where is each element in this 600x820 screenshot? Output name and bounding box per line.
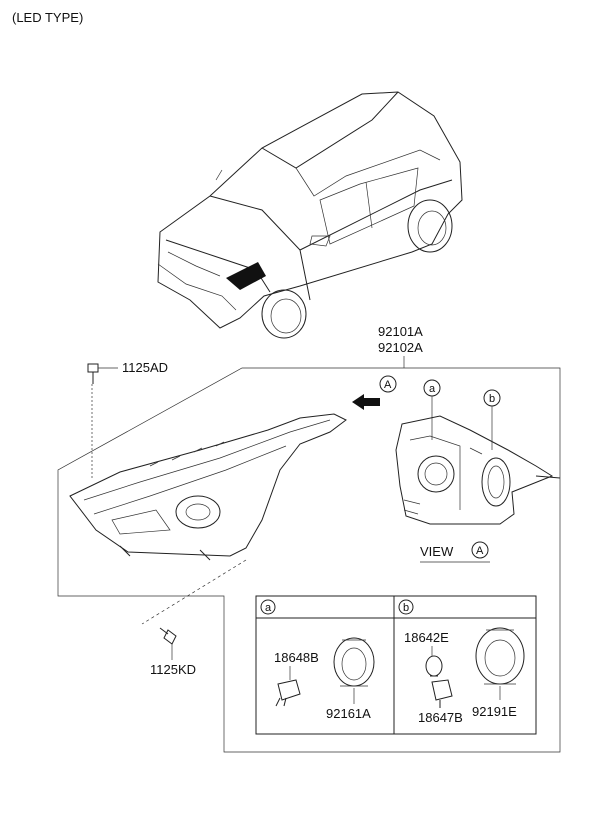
bulb-18648B-icon [275,679,301,707]
detail-b-circle [398,599,414,615]
part-number-92101A: 92101A [378,324,423,339]
detail-b-bulb-lower-label: 18647B [418,710,463,725]
view-label-letter: A [476,545,484,557]
view-marker-circle [379,375,397,393]
assembly-frame [57,367,561,753]
detail-a-circle [260,599,276,615]
detail-table [255,595,537,735]
socket-92161A-icon [333,637,375,687]
type-label: (LED TYPE) [12,10,83,25]
view-label: VIEW [420,544,454,559]
headlamp-assembly [69,413,347,561]
bolt-1125AD [87,363,118,478]
label-1125AD: 1125AD [122,360,168,375]
callout-a-letter: a [429,383,436,395]
bolt-leader-dashed [141,559,247,625]
label-1125KD: 1125KD [150,662,196,677]
bolt-1125KD [159,627,177,660]
callout-b-letter: b [489,393,495,405]
view-label-circle [471,541,489,559]
detail-b-tag: b [403,602,409,614]
bulb-18642E-icon [425,655,443,677]
view-direction-arrow [352,394,380,410]
socket-92191E-icon [475,627,525,685]
detail-b-socket-label: 92191E [472,704,517,719]
headlamp-rear-view [395,415,561,525]
detail-a-bulb-label: 18648B [274,650,319,665]
detail-a-tag: a [265,602,272,614]
view-marker-letter: A [384,379,392,391]
part-number-92102A: 92102A [378,340,423,355]
bulb-18647B-icon [431,679,453,708]
detail-b-bulb-upper-label: 18642E [404,630,449,645]
detail-a-socket-label: 92161A [326,706,371,721]
vehicle-illustration [157,91,463,339]
